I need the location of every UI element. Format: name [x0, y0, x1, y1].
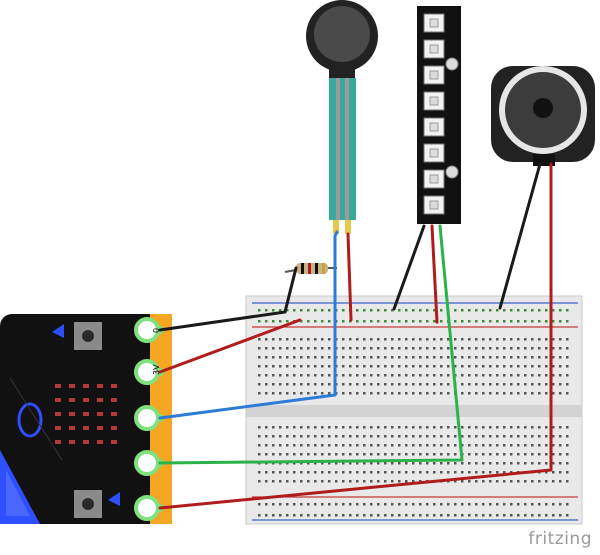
edge-pin-3[interactable]	[134, 450, 160, 476]
button-b-cap	[82, 498, 94, 510]
edge-pin-label: 0	[152, 328, 161, 333]
led	[69, 412, 75, 416]
led	[83, 440, 89, 444]
wire-green-neopixel	[158, 224, 464, 465]
led	[83, 412, 89, 416]
microbit-logo-icon	[17, 402, 43, 438]
force-sensor-tail	[329, 78, 356, 220]
led	[83, 426, 89, 430]
wires	[158, 162, 553, 510]
led	[83, 398, 89, 402]
fritzing-watermark: fritzing	[528, 529, 592, 549]
breadboard	[245, 295, 583, 525]
led	[111, 412, 117, 416]
led	[69, 384, 75, 388]
led	[69, 426, 75, 430]
wire-black-neopixel	[392, 224, 426, 311]
wire-black-pin0	[158, 310, 287, 332]
force-sensor-lead-right	[345, 220, 351, 234]
neopixel-mount-hole	[445, 57, 459, 71]
led	[83, 384, 89, 388]
led	[69, 398, 75, 402]
led	[55, 384, 61, 388]
edge-pins: 0 3V	[134, 317, 164, 521]
led	[97, 398, 103, 402]
led	[97, 412, 103, 416]
button-b-label-icon	[108, 492, 120, 506]
wire-black-resistor	[283, 266, 298, 314]
wire-black-speaker	[498, 162, 542, 310]
led	[97, 426, 103, 430]
led	[55, 412, 61, 416]
led	[111, 440, 117, 444]
wire-blue-force-sensor	[158, 230, 339, 420]
button-a-cap	[82, 330, 94, 342]
led	[97, 384, 103, 388]
breadboard-center-gap	[246, 405, 582, 417]
led-matrix	[55, 384, 117, 444]
led	[97, 440, 103, 444]
speaker	[491, 66, 595, 166]
edge-pin-label: 3V	[152, 364, 161, 375]
edge-pin-4[interactable]	[134, 495, 160, 521]
edge-pin-2[interactable]	[134, 405, 160, 431]
wire-red-neopixel	[430, 224, 439, 324]
microbit-board: 0 3V	[0, 314, 172, 524]
led	[111, 384, 117, 388]
wire-red-force-sensor	[346, 232, 353, 322]
speaker-dustcap	[533, 98, 553, 118]
led	[55, 398, 61, 402]
led	[55, 440, 61, 444]
led	[69, 440, 75, 444]
wire-red-speaker	[158, 162, 553, 510]
led	[111, 398, 117, 402]
button-a-label-icon	[52, 324, 64, 338]
neopixel-mount-hole	[445, 165, 459, 179]
force-sensor-lead-left	[333, 220, 339, 234]
wire-red-pin1	[158, 318, 302, 374]
neopixel-stick	[417, 6, 461, 224]
resistor	[284, 263, 337, 274]
led	[55, 426, 61, 430]
force-sensor	[306, 0, 378, 234]
led	[111, 426, 117, 430]
